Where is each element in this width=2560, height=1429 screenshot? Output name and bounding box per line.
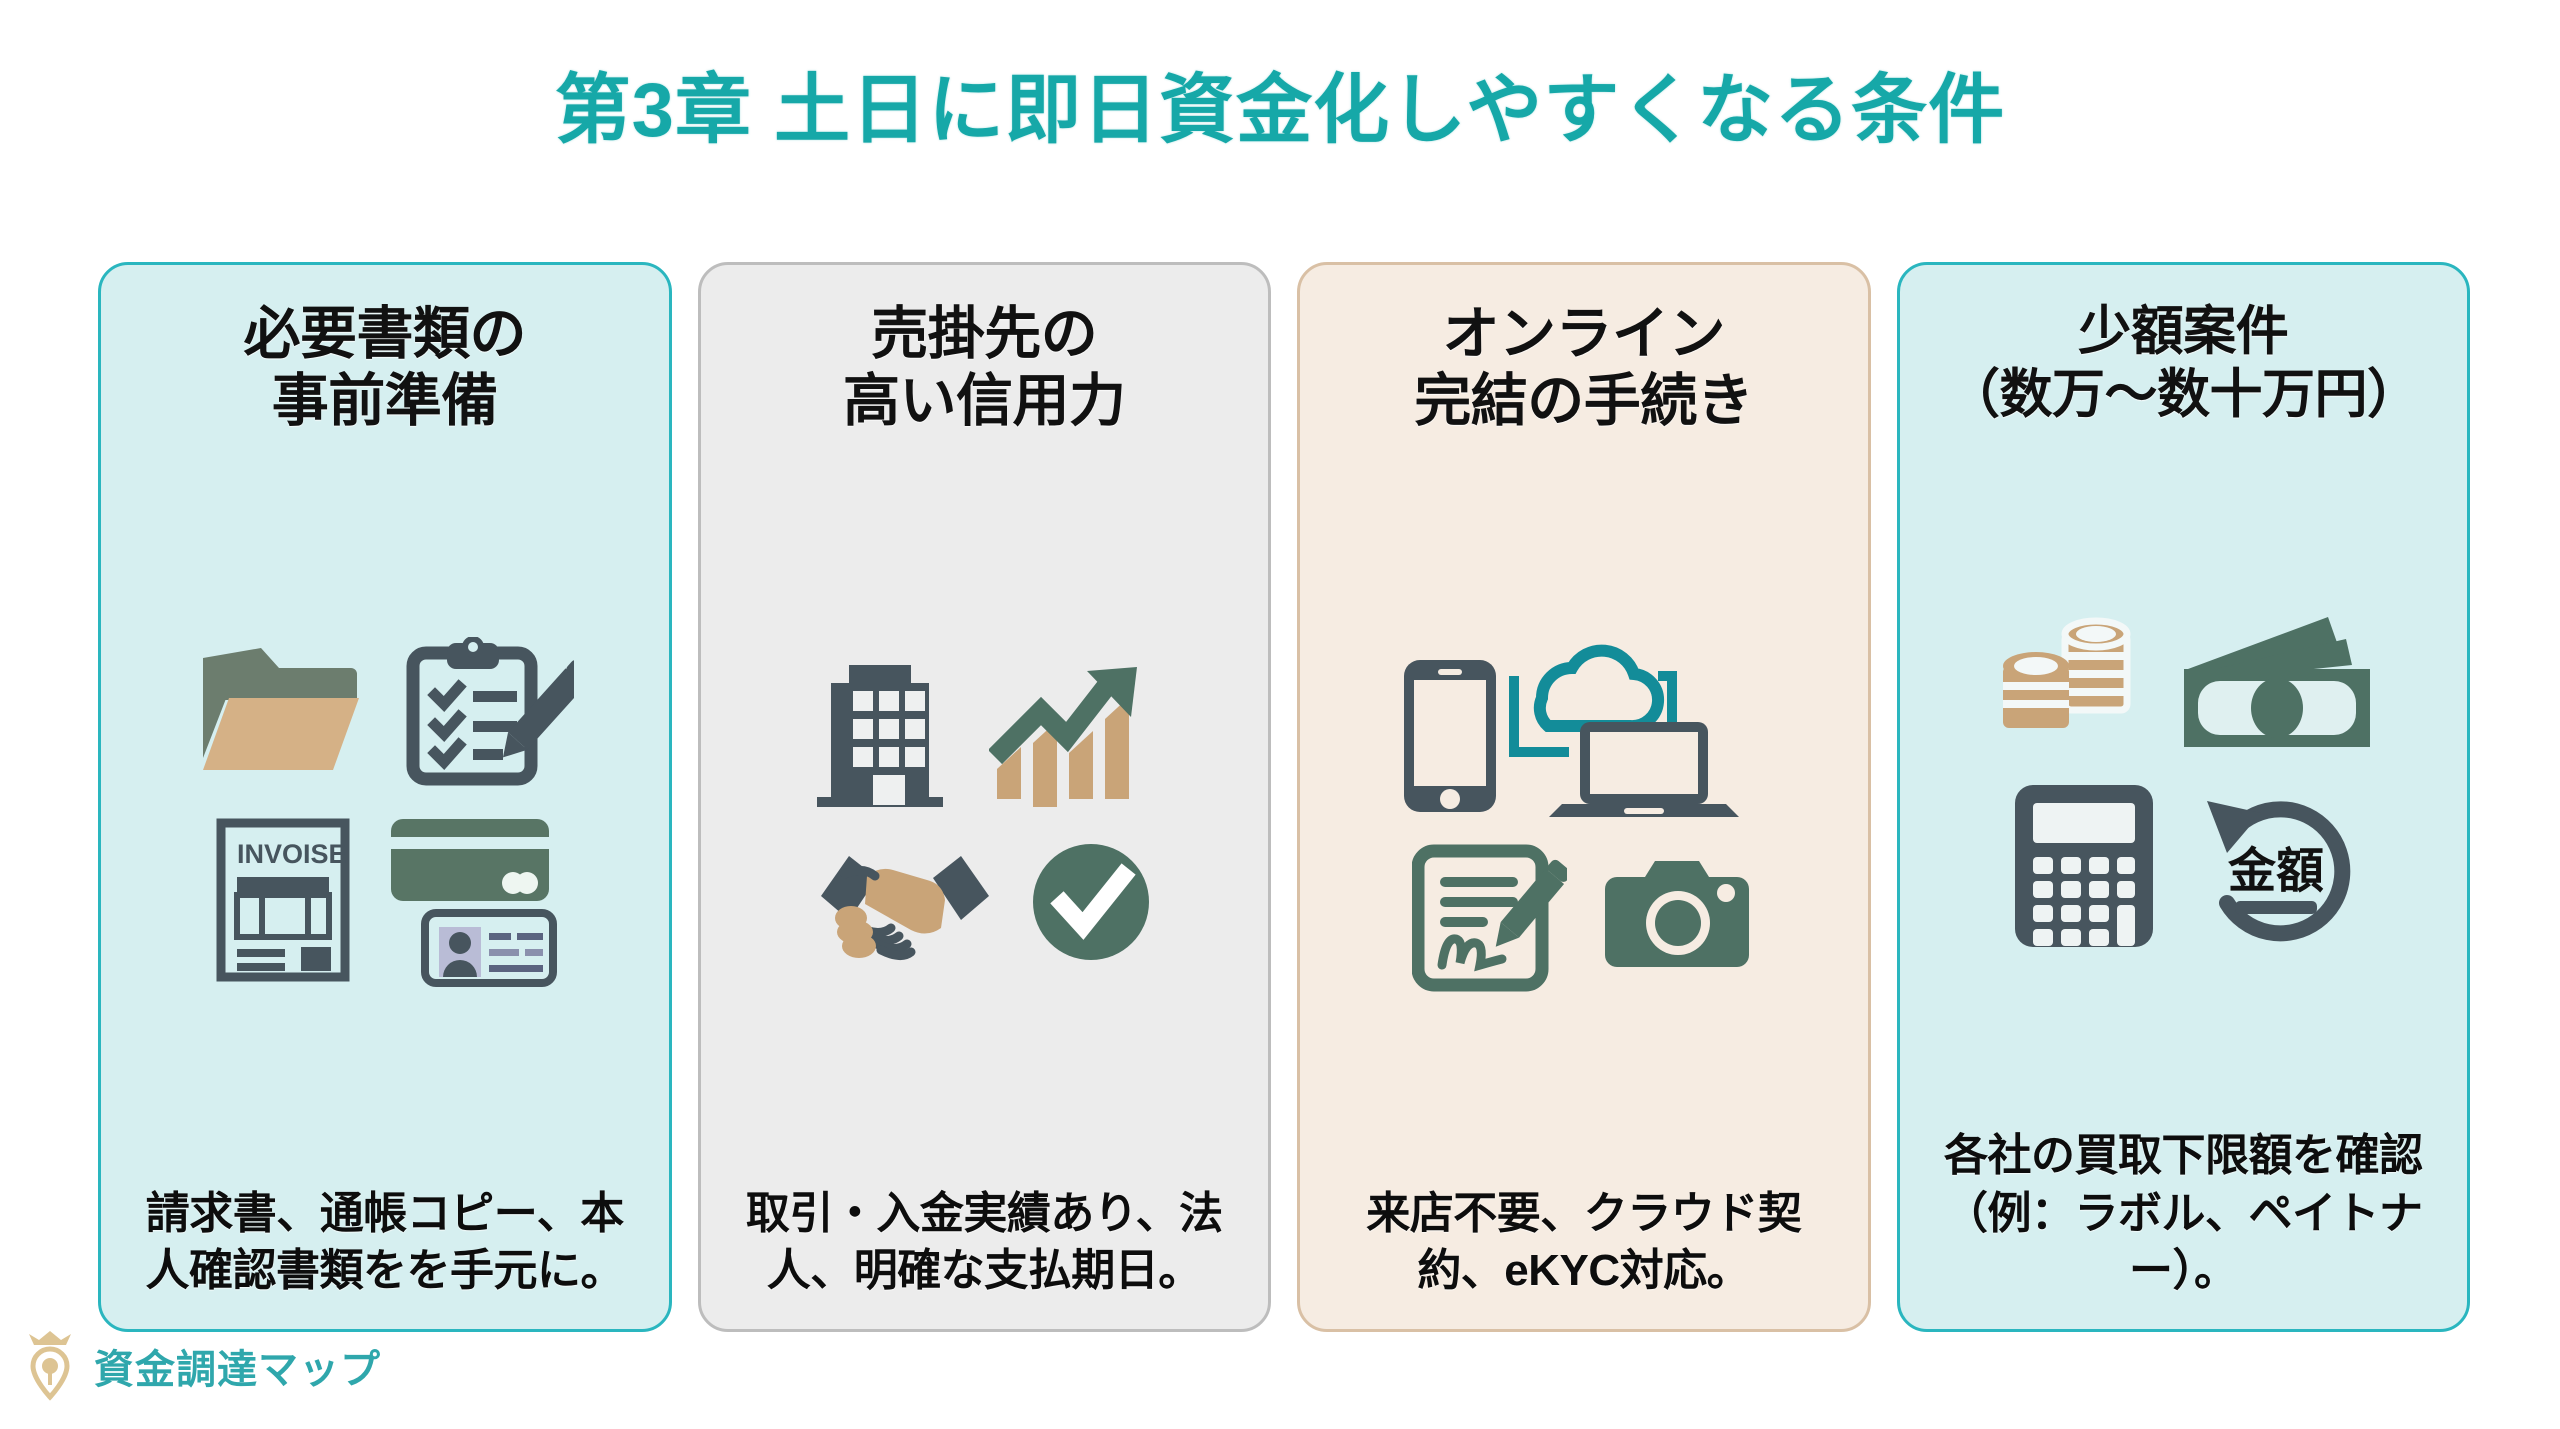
icon-row-top xyxy=(1394,632,1774,817)
icon-row-top xyxy=(195,636,575,787)
laptop-icon xyxy=(1548,721,1739,817)
handshake-icon xyxy=(815,838,995,968)
amount-refresh-label: 金額 xyxy=(2227,845,2324,898)
card-heading: 少額案件 （数万〜数十万円） xyxy=(1947,302,2420,424)
card-body: 来店不要、クラウド契約、eKYC対応。 xyxy=(1366,1188,1802,1295)
coin-stack-icon xyxy=(1989,608,2144,748)
card-icons-stack xyxy=(387,813,557,988)
card-row: 必要書類の 事前準備 xyxy=(98,262,2470,1332)
card-body: 各社の買取下限額を確認（例：ラボル、ペイトナー）。 xyxy=(1944,1131,2423,1295)
crown-pin-logo-icon xyxy=(22,1329,78,1403)
icon-row-bottom xyxy=(815,838,1154,968)
check-circle-icon xyxy=(1029,840,1154,965)
amount-refresh-icon: 金額 xyxy=(2193,779,2358,954)
card-heading: 売掛先の 高い信用力 xyxy=(843,302,1126,434)
card-required-documents[interactable]: 必要書類の 事前準備 xyxy=(98,262,672,1332)
office-building-icon xyxy=(815,657,955,812)
bank-card-icon xyxy=(390,818,549,901)
logo-text: 資金調達マップ xyxy=(94,1348,381,1392)
invoice-label: INVOISE xyxy=(237,839,347,869)
growth-chart-icon xyxy=(988,657,1154,812)
card-heading: オンライン 完結の手続き xyxy=(1414,302,1754,434)
icon-row-top xyxy=(815,657,1154,812)
icon-row-bottom xyxy=(1411,843,1756,993)
clipboard-checklist-pen-icon xyxy=(399,636,575,787)
card-online-process[interactable]: オンライン 完結の手続き xyxy=(1297,262,1871,1332)
icon-row-top xyxy=(1989,603,2378,753)
connector-lines xyxy=(1508,670,1677,757)
cloud-icon xyxy=(1533,644,1664,732)
icon-row-bottom: 金額 xyxy=(2009,779,2358,954)
icon-row-bottom: INVOISE xyxy=(213,813,557,988)
invoice-document-icon: INVOISE xyxy=(213,815,353,985)
id-card-icon xyxy=(420,908,557,987)
banknotes-icon xyxy=(2178,603,2378,753)
card-icon-area xyxy=(1322,436,1846,1185)
card-icon-area: 金額 xyxy=(1922,426,2446,1127)
esignature-document-icon xyxy=(1411,843,1567,993)
card-client-creditworthiness[interactable]: 売掛先の 高い信用力 xyxy=(697,262,1271,1332)
card-body: 取引・入金実績あり、法人、明確な支払期日。 xyxy=(745,1188,1223,1295)
card-icon-area xyxy=(723,436,1247,1185)
calculator-icon xyxy=(2009,779,2159,954)
camera-icon xyxy=(1601,855,1756,980)
device-cloud-group-icon xyxy=(1394,632,1774,817)
folder-icon xyxy=(195,642,365,782)
smartphone-icon xyxy=(1403,659,1496,812)
card-small-amount-deals[interactable]: 少額案件 （数万〜数十万円） xyxy=(1896,262,2470,1332)
card-heading: 必要書類の 事前準備 xyxy=(243,302,527,434)
brand-logo[interactable]: 資金調達マップ xyxy=(22,1329,381,1403)
page-title: 第3章 土日に即日資金化しやすくなる条件 xyxy=(554,68,2006,153)
card-body: 請求書、通帳コピー、本人確認書類をを手元に。 xyxy=(145,1188,625,1295)
card-icon-area: INVOISE xyxy=(123,436,647,1185)
